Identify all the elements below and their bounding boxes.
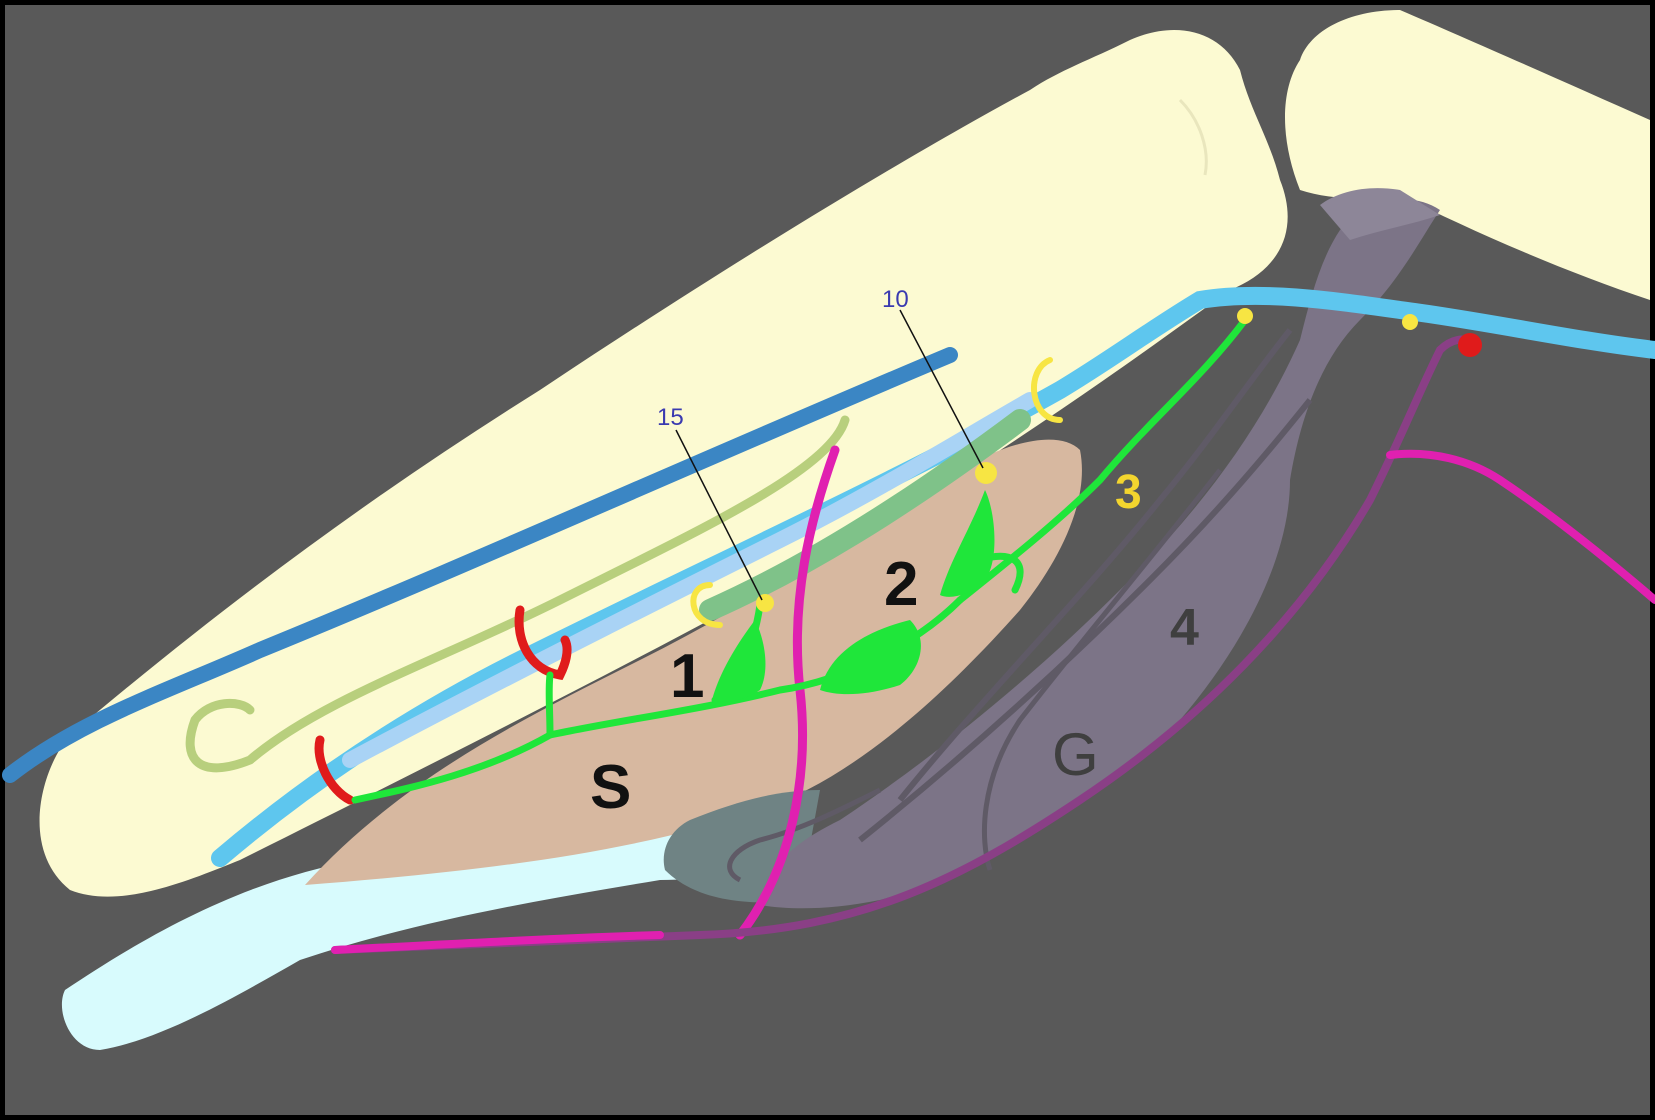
label-s: S bbox=[590, 753, 631, 822]
label-1: 1 bbox=[670, 642, 704, 711]
label-3: 3 bbox=[1115, 466, 1142, 519]
label-2: 2 bbox=[884, 550, 918, 619]
label-15: 15 bbox=[657, 404, 684, 431]
label-4: 4 bbox=[1170, 599, 1199, 657]
label-g: G bbox=[1052, 721, 1099, 788]
label-10: 10 bbox=[882, 286, 909, 313]
